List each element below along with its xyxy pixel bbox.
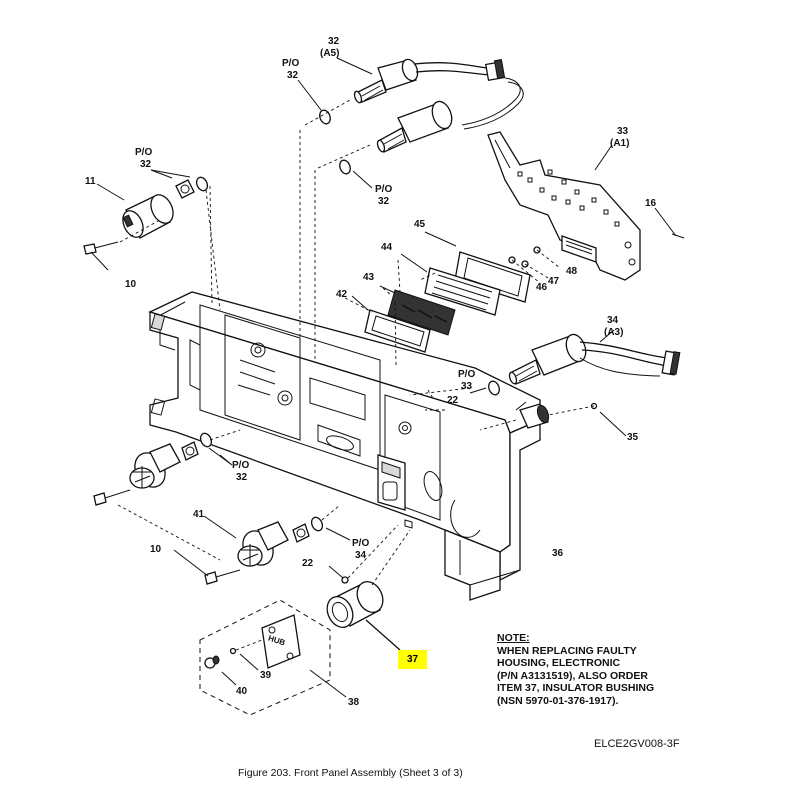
note-line-5: (NSN 5970-01-376-1917). (497, 694, 619, 707)
drawing-code: ELCE2GV008-3F (594, 738, 680, 750)
callout-11: 11 (85, 176, 96, 187)
callout-32-mid: 32 (378, 196, 390, 207)
callout-42: 42 (336, 289, 348, 300)
callout-41: 41 (193, 509, 205, 520)
callout-22-right: 22 (447, 395, 459, 406)
circuit-board-a1 (487, 131, 641, 281)
callout-38: 38 (348, 697, 360, 708)
callout-32-top: 32 (287, 70, 299, 81)
hub-assembly-38 (199, 599, 331, 716)
callout-33-a1: 33 (617, 126, 629, 137)
front-panel-chassis (148, 291, 541, 601)
callout-32-lower: 32 (236, 472, 248, 483)
callout-40: 40 (236, 686, 248, 697)
insulator-bushing-37 (326, 580, 384, 629)
callout-34: 34 (355, 550, 367, 561)
note-line-1: WHEN REPLACING FAULTY (497, 644, 637, 657)
cable-assembly-a5 (319, 58, 524, 175)
callout-a1: (A1) (610, 138, 630, 149)
callout-34-a3: 34 (607, 315, 619, 326)
callout-47: 47 (548, 276, 560, 287)
callout-22-bottom: 22 (302, 558, 314, 569)
callout-45: 45 (414, 219, 426, 230)
callout-33: 33 (461, 381, 473, 392)
callout-po-mid: P/O (375, 184, 393, 195)
replacement-note: NOTE: WHEN REPLACING FAULTY HOUSING, ELE… (497, 632, 697, 707)
figure-caption: Figure 203. Front Panel Assembly (Sheet … (238, 767, 463, 779)
callout-32-left: 32 (140, 159, 152, 170)
hub-label: HUB (267, 633, 287, 648)
knob-assembly-lower (93, 432, 213, 506)
callout-10-bottom: 10 (150, 544, 162, 555)
callout-po-left: P/O (135, 147, 153, 158)
knob-assembly-11 (83, 176, 209, 255)
callout-16: 16 (645, 198, 657, 209)
callout-37-highlighted: 37 (398, 650, 427, 669)
callout-46: 46 (536, 282, 548, 293)
knob-assembly-41 (204, 516, 324, 585)
note-title: NOTE: (497, 632, 530, 644)
callout-35: 35 (627, 432, 639, 443)
callout-a5: (A5) (320, 48, 340, 59)
callout-po-33: P/O (458, 369, 476, 380)
note-line-3: (P/N A3131519), ALSO ORDER (497, 669, 648, 682)
callout-po-top: P/O (282, 58, 300, 69)
callout-44: 44 (381, 242, 393, 253)
callout-a3: (A3) (604, 327, 624, 338)
callout-po-34: P/O (352, 538, 370, 549)
board-components (517, 169, 620, 227)
note-line-2: HOUSING, ELECTRONIC (497, 657, 621, 669)
cable-assembly-a3 (488, 333, 681, 396)
note-line-4: ITEM 37, INSULATOR BUSHING (497, 682, 655, 694)
connector-bushing-35 (515, 401, 598, 429)
callout-39: 39 (260, 670, 272, 681)
callout-43: 43 (363, 272, 375, 283)
callout-48: 48 (566, 266, 578, 277)
callout-32-a5: 32 (328, 36, 340, 47)
callout-10-top: 10 (125, 279, 137, 290)
callout-36: 36 (552, 548, 564, 559)
display-window-stack (364, 251, 531, 353)
callout-po-lower: P/O (232, 460, 250, 471)
